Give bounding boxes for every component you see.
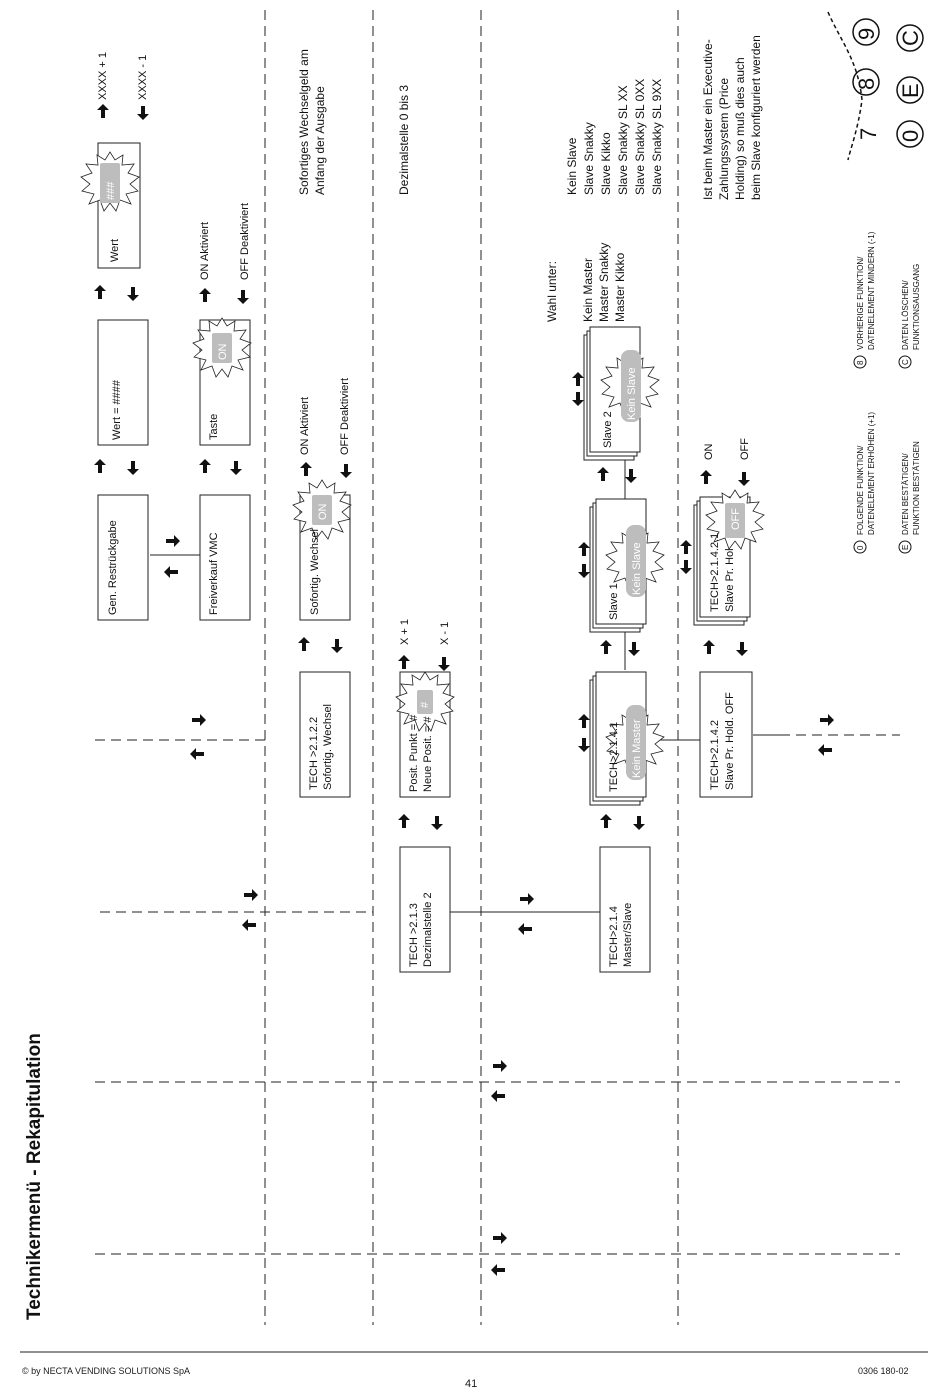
slave-item: Slave Snakky SL 9XX bbox=[650, 79, 664, 195]
label-off-deaktiviert: OFF Deaktiviert bbox=[239, 203, 251, 280]
footer-code: 0306 180-02 bbox=[858, 1366, 909, 1376]
box-wert bbox=[97, 319, 149, 446]
page-number: 41 bbox=[465, 1378, 478, 1390]
value-tech-21421: OFF bbox=[730, 508, 742, 530]
legend-text: FUNKTION BESTÄTIGEN bbox=[912, 441, 921, 535]
legend-symbol: C bbox=[901, 359, 910, 365]
label-off-deaktiviert-2: OFF Deaktiviert bbox=[339, 378, 351, 455]
value-tech-2141: Kein Master bbox=[631, 719, 643, 778]
exec-item: beim Slave konfiguriert werden bbox=[749, 35, 763, 200]
label-on-aktiviert: ON Aktiviert bbox=[199, 222, 211, 280]
label-tech-213-l1: TECH >2.1.3 bbox=[408, 903, 420, 967]
legend-text: DATEN LÖSCHEN/ bbox=[901, 280, 910, 350]
footer-copyright: © by NECTA VENDING SOLUTIONS SpA bbox=[22, 1366, 191, 1376]
box-tech-2142 bbox=[699, 671, 753, 798]
keypad bbox=[827, 11, 924, 161]
master-item: Master Snakky bbox=[597, 243, 611, 322]
key-c: C bbox=[898, 30, 923, 46]
key-8: 8 bbox=[854, 78, 879, 90]
label-tech-213-l2: Dezimalstelle 2 bbox=[422, 892, 434, 967]
label-slave-2: Slave 2 bbox=[602, 411, 614, 448]
legend-text: DATENELEMENT ERHÖHEN (+1) bbox=[867, 412, 876, 535]
key-0: 0 bbox=[898, 130, 923, 142]
label-tech-2142-l2: Slave Pr. Hold. OFF bbox=[724, 692, 736, 790]
executive-note: Ist beim Master ein Executive-Zahlungssy… bbox=[701, 35, 763, 200]
note-sofortiges-l1: Sofortiges Wechselgeld am bbox=[297, 49, 311, 195]
label-taste: Taste bbox=[208, 414, 220, 440]
slave-item: Slave Snakky SL 0XX bbox=[633, 79, 647, 195]
slave-item: Slave Snakky SL XX bbox=[616, 85, 630, 195]
label-x-minus: X - 1 bbox=[439, 622, 451, 645]
value-taste: ON bbox=[217, 343, 229, 360]
label-slave-1: Slave 1 bbox=[608, 583, 620, 620]
box-freiverkauf bbox=[199, 494, 251, 621]
label-xxxx-minus: XXXX - 1 bbox=[137, 55, 149, 100]
label-tech-2122-l1: TECH >2.1.2.2 bbox=[308, 717, 320, 790]
label-on: ON bbox=[703, 443, 715, 460]
value-slave-1: Kein Slave bbox=[631, 542, 643, 595]
legend-text: FOLGENDE FUNKTION/ bbox=[856, 445, 865, 535]
label-gen-restrueckgabe: Gen. Restrückgabe bbox=[107, 520, 119, 615]
page-title: Technikermenü - Rekapitulation bbox=[24, 1033, 45, 1320]
slave-item: Kein Slave bbox=[565, 137, 579, 195]
box-tech-213 bbox=[399, 846, 451, 973]
value-sofortig: ON bbox=[317, 503, 329, 520]
dashed-separators bbox=[95, 10, 900, 1325]
master-item: Master Kikko bbox=[613, 252, 627, 322]
label-on-aktiviert-2: ON Aktiviert bbox=[299, 397, 311, 455]
slave-item: Slave Kikko bbox=[599, 132, 613, 195]
label-posit-l1: Posit. Punkt = # bbox=[408, 714, 420, 792]
label-wert: Wert = #### bbox=[111, 379, 123, 440]
value-slave-2: Kein Slave bbox=[626, 367, 638, 420]
note-wahl: Wahl unter: bbox=[545, 261, 559, 322]
legend-text: DATEN BESTÄTIGEN/ bbox=[901, 453, 910, 535]
label-xxxx-plus: XXXX + 1 bbox=[97, 52, 109, 100]
note-dezimal: Dezimalstelle 0 bis 3 bbox=[397, 85, 411, 195]
legend-key-icon bbox=[898, 355, 912, 369]
box-tech-2122 bbox=[299, 671, 351, 798]
exec-item: Zahlungssystem (Price bbox=[717, 78, 731, 200]
key-e: E bbox=[898, 83, 923, 98]
label-tech-2142-l1: TECH>2.1.4.2 bbox=[709, 720, 721, 790]
label-tech-214-l1: TECH>2.1.4 bbox=[608, 906, 620, 967]
label-posit-l2: Neue Posit. = # bbox=[422, 716, 434, 792]
legend-symbol: 8 bbox=[856, 360, 865, 365]
label-x-plus: X + 1 bbox=[399, 619, 411, 645]
label-tech-21421-l1: TECH>2.1.4.2.1 bbox=[709, 533, 721, 612]
note-sofortiges-l2: Anfang der Ausgabe bbox=[313, 86, 327, 195]
label-off: OFF bbox=[739, 438, 751, 460]
legend-text: DATENELEMENT MINDERN (-1) bbox=[867, 231, 876, 350]
key-9: 9 bbox=[854, 28, 879, 40]
slave-item: Slave Snakky bbox=[582, 122, 596, 195]
box-gen-restrueckgabe bbox=[97, 494, 149, 621]
legend-symbol: 0 bbox=[856, 545, 865, 550]
keypad-keys: 9 8 7 C E 0 bbox=[854, 28, 923, 142]
legend-text: FUNKTIONSAUSGANG bbox=[912, 264, 921, 350]
master-item: Kein Master bbox=[581, 258, 595, 322]
legend-symbol: E bbox=[901, 545, 910, 550]
box-tech-214 bbox=[599, 846, 651, 973]
legend-key-icon bbox=[898, 540, 912, 554]
label-tech-21421-l2: Slave Pr. Hol bbox=[724, 548, 736, 612]
label-wert-edit: Wert bbox=[109, 239, 121, 262]
label-tech-214-l2: Master/Slave bbox=[622, 903, 634, 967]
value-posit: # bbox=[419, 701, 431, 708]
exec-item: Holding) so muß dies auch bbox=[733, 57, 747, 200]
label-tech-2122-l2: Sofortig. Wechsel bbox=[322, 704, 334, 790]
label-sofortig: Sofortig. Wechsel bbox=[309, 529, 321, 615]
label-freiverkauf: Freiverkauf VMC bbox=[208, 532, 220, 615]
legend-text: VORHERIGE FUNKTION/ bbox=[856, 256, 865, 350]
value-wert: ### bbox=[105, 181, 117, 200]
label-tech-2141: TECH>2.1.4.1 bbox=[608, 722, 620, 792]
legend-key-icon bbox=[853, 540, 867, 554]
key-7: 7 bbox=[856, 128, 881, 140]
legend-key-icon bbox=[853, 355, 867, 369]
legend: 0 FOLGENDE FUNKTION/DATENELEMENT ERHÖHEN … bbox=[853, 231, 921, 554]
exec-item: Ist beim Master ein Executive- bbox=[701, 39, 715, 200]
